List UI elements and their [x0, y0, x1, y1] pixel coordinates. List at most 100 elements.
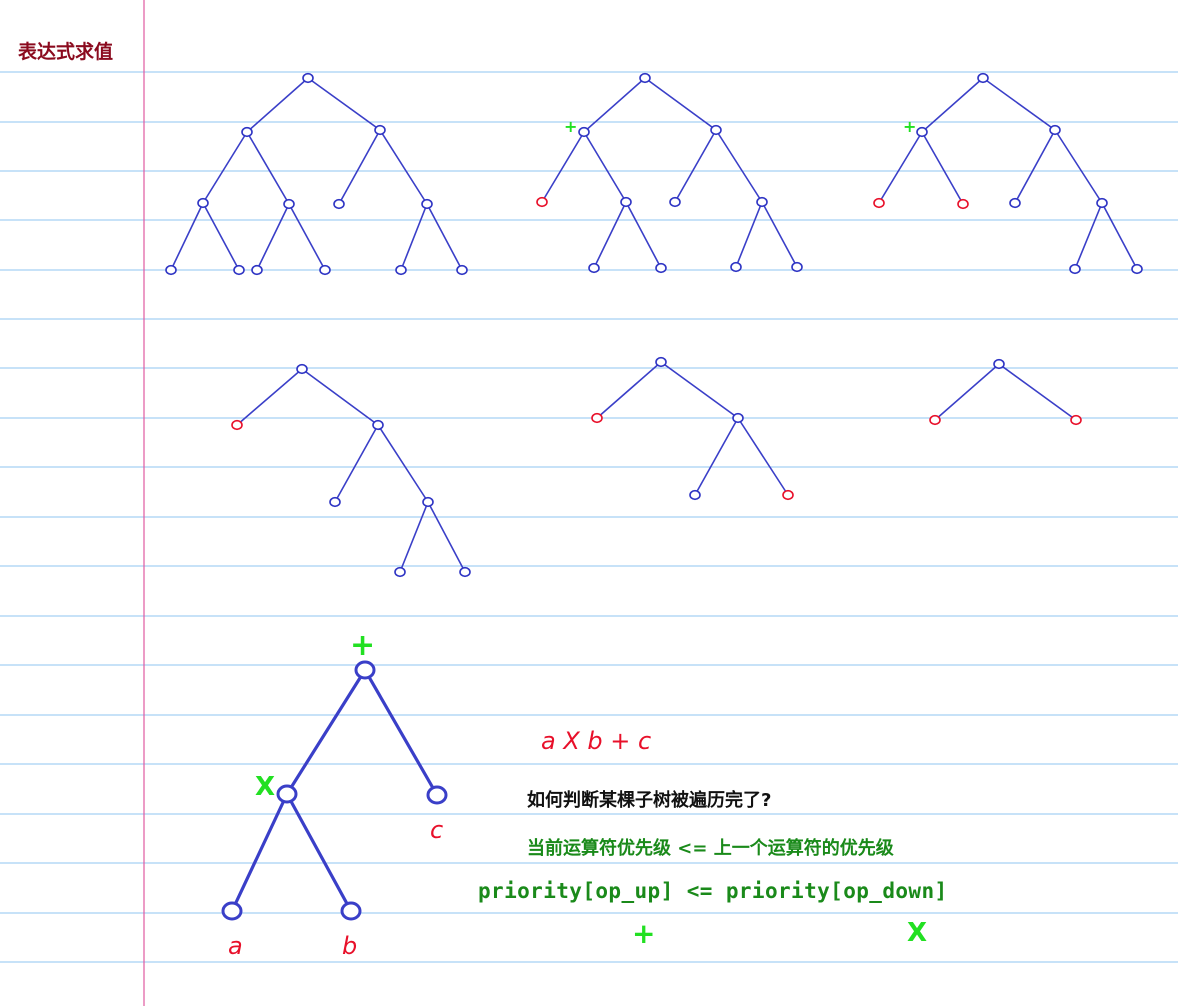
question-text: 如何判断某棵子树被遍历完了? — [527, 790, 772, 811]
tree-stage-5-node — [689, 489, 701, 501]
tree-stage-3-edge — [921, 131, 964, 205]
tree-stage-1-edge — [202, 202, 240, 271]
tree-stage-1-node — [374, 124, 386, 136]
tree-stage-4-node — [459, 566, 471, 578]
tree-stage-2-edge — [644, 77, 717, 131]
tree-stage-1-node — [241, 126, 253, 138]
tree-stage-5-node — [655, 356, 667, 368]
tree-stage-2-node — [620, 196, 632, 208]
example-root-operator: + — [350, 628, 376, 663]
tree-stage-1-edge — [288, 203, 326, 271]
example-tree-edge — [363, 668, 439, 797]
tree-stage-4-edge — [334, 424, 379, 503]
tree-stage-4-node — [394, 566, 406, 578]
tree-stage-4-edge — [377, 424, 429, 503]
example-tree-node — [221, 901, 243, 921]
tree-stage-1-node — [395, 264, 407, 276]
tree-stage-4-edge — [301, 368, 379, 426]
tree-stage-6-edge — [998, 363, 1077, 421]
tree-stage-2-edge — [541, 131, 585, 203]
rule-op-down: X — [907, 918, 928, 948]
tree-stage-5-node — [732, 412, 744, 424]
tree-stage-3-node — [1096, 197, 1108, 209]
tree-stage-6-node-visited — [1070, 414, 1082, 426]
tree-stage-2-edge — [735, 201, 763, 268]
tree-stage-6-edge — [934, 363, 1000, 421]
example-tree-edge — [285, 792, 353, 913]
tree-stage-1-node — [421, 198, 433, 210]
tree-stage-2-node-visited — [536, 196, 548, 208]
tree-stage-1-node — [197, 197, 209, 209]
tree-stage-2-node — [588, 262, 600, 274]
tree-stage-2-node — [639, 72, 651, 84]
tree-stage-2-node — [710, 124, 722, 136]
rule-op-up: + — [632, 917, 656, 950]
tree-stage-3-node — [1131, 263, 1143, 275]
tree-stage-2-edge — [583, 131, 627, 203]
tree-stage-1-node — [456, 264, 468, 276]
tree-stage-2-node — [730, 261, 742, 273]
tree-stage-3-edge — [1054, 129, 1103, 204]
tree-stage-5-edge — [694, 417, 739, 496]
tree-stage-2-edge — [593, 201, 627, 269]
tree-stage-2-edge — [674, 129, 717, 203]
tree-stage-3-edge — [878, 131, 923, 204]
tree-stage-4-edge — [399, 501, 429, 573]
tree-stage-1-node — [283, 198, 295, 210]
tree-stage-3-node — [1049, 124, 1061, 136]
tree-stage-6-node — [993, 358, 1005, 370]
tree-stage-1-edge — [400, 203, 428, 271]
tree-stage-3-edge — [1014, 129, 1056, 204]
tree-stage-4-node — [422, 496, 434, 508]
tree-stage-5-node-visited — [782, 489, 794, 501]
tree-stage-5-edge — [737, 417, 789, 496]
tree-stage-4-node — [372, 419, 384, 431]
tree-stage-5-edge — [596, 361, 662, 419]
tree-stage-2-edge — [761, 201, 798, 268]
tree-stage-3-node — [916, 126, 928, 138]
tree-stage-4-node-visited — [231, 419, 243, 431]
tree-stage-2-node — [655, 262, 667, 274]
example-tree-node — [354, 660, 376, 680]
tree-stage-1-edge — [256, 203, 290, 271]
tree-stage-1-edge — [170, 202, 204, 271]
tree-stage-1-node — [319, 264, 331, 276]
tree-stage-3-edge — [921, 77, 984, 133]
tree-stage-2-edge — [583, 77, 646, 133]
tree-stage-3-node-visited — [957, 198, 969, 210]
tree-stage-4-edge — [427, 501, 466, 573]
rule-text-code: priority[op_up] <= priority[op_down] — [478, 879, 948, 903]
tree-stage-1-edge — [379, 129, 428, 205]
tree-stage-2-node — [791, 261, 803, 273]
tree-stage-3-node-visited — [873, 197, 885, 209]
tree-stage-1-edge — [338, 129, 381, 205]
tree-stage-1-edge — [246, 77, 309, 133]
tree-stage-2-node — [756, 196, 768, 208]
tree-stage-3-node — [1009, 197, 1021, 209]
tree-stage-1-edge — [307, 77, 381, 131]
rule-text-cn: 当前运算符优先级 <= 上一个运算符的优先级 — [527, 838, 894, 859]
tree-stage-1-node — [333, 198, 345, 210]
tree-stage-1-node — [233, 264, 245, 276]
example-leaf-b: b — [342, 932, 358, 960]
example-tree-node — [276, 784, 298, 804]
tree-stage-2-edge — [715, 129, 763, 203]
tree-stage-1-node — [302, 72, 314, 84]
tree-stage-1-node — [165, 264, 177, 276]
tree-stage-3-node — [1069, 263, 1081, 275]
tree-stage-3-edge — [982, 77, 1056, 131]
tree-stage-1-node — [251, 264, 263, 276]
tree-stage-5-node-visited — [591, 412, 603, 424]
example-left-operator: X — [255, 772, 276, 802]
example-tree-node — [340, 901, 362, 921]
tree-stage-4-edge — [236, 368, 303, 426]
stage-3-operator-label: + — [903, 117, 917, 136]
tree-stage-2-edge — [625, 201, 662, 269]
tree-stage-3-edge — [1101, 202, 1138, 270]
tree-stage-1-edge — [202, 131, 248, 204]
tree-stage-3-node — [977, 72, 989, 84]
example-leaf-c: c — [430, 816, 444, 844]
example-tree-edge — [285, 668, 367, 796]
example-leaf-a: a — [228, 932, 243, 960]
